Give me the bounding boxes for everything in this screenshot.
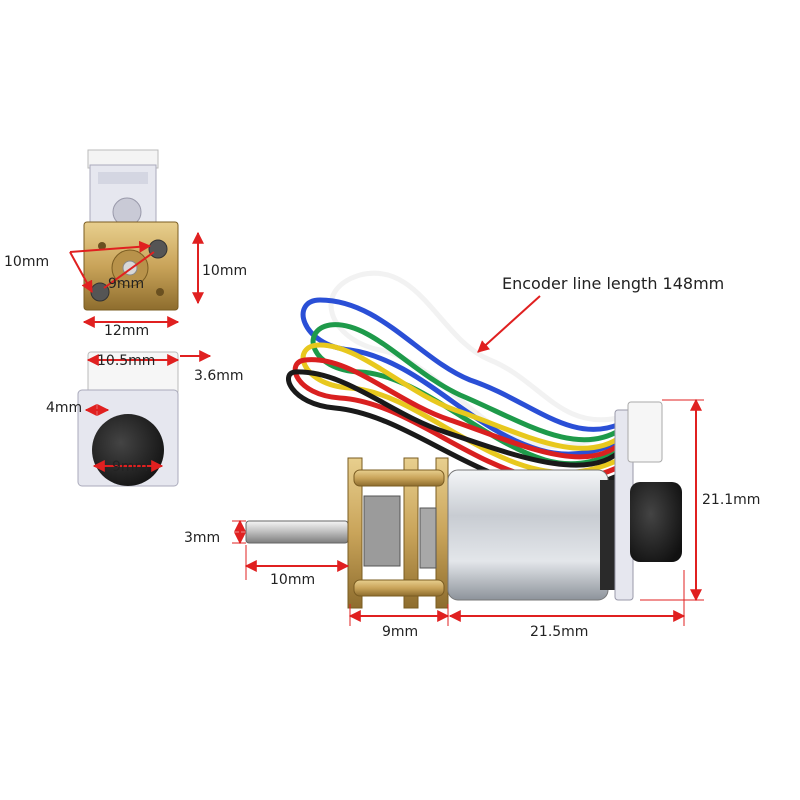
- magnet-knob: [92, 414, 164, 486]
- dim-line-inner: [103, 251, 155, 289]
- main-dimensions: [232, 295, 704, 626]
- pcb-text-strip: [98, 172, 148, 184]
- standoff-bottom: [353, 579, 445, 597]
- dim-line-left-b: [69, 251, 93, 294]
- encoder-connector: [627, 401, 663, 463]
- label-total-height: 21.1mm: [702, 492, 761, 508]
- dim-line-left-a: [69, 240, 152, 253]
- motor-can: [447, 469, 609, 601]
- top-view: [69, 149, 204, 328]
- hole-d: [156, 288, 164, 296]
- standoff-top: [353, 469, 445, 487]
- label-top-height: 10mm: [202, 263, 248, 279]
- label-encoder-line: Encoder line length 148mm: [502, 274, 725, 293]
- gear-plate-mid: [403, 457, 419, 609]
- label-connector-depth: 3.6mm: [194, 368, 244, 384]
- motor-main: [245, 401, 682, 609]
- wire-white: [328, 270, 628, 449]
- gear-plate-front: [347, 457, 363, 609]
- label-connector-width: 10.5mm: [97, 353, 156, 369]
- hole-c: [98, 242, 106, 250]
- encoder-wires: [286, 270, 633, 492]
- label-top-bottom: 12mm: [104, 323, 150, 339]
- label-gearbox-length: 9mm: [382, 624, 419, 640]
- gear-stack-b: [419, 507, 437, 569]
- label-magnet: 9mm: [112, 459, 149, 475]
- label-board-gap: 4mm: [46, 400, 83, 416]
- side-view: [77, 350, 212, 487]
- encoder-knob: [630, 482, 682, 562]
- label-shaft-length: 10mm: [270, 572, 316, 588]
- leader-encoder-line: [477, 295, 541, 353]
- label-top-inner: 9mm: [108, 276, 145, 292]
- screw-hole-a: [148, 239, 168, 259]
- label-motor-length: 21.5mm: [530, 624, 589, 640]
- label-shaft-diameter: 3mm: [184, 530, 221, 546]
- label-top-width-left: 10mm: [4, 254, 50, 270]
- wire-blue: [300, 297, 628, 457]
- output-shaft: [245, 520, 349, 544]
- gear-stack-a: [363, 495, 401, 567]
